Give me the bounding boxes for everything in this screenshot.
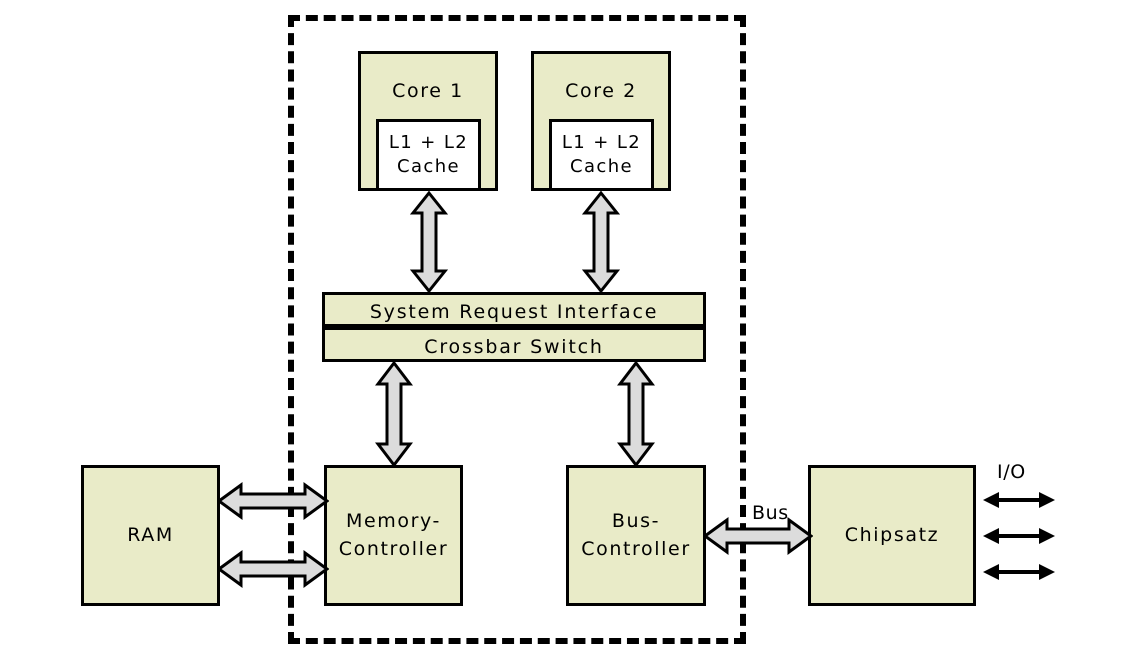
ram-memory-controller-arrow-lower — [217, 549, 329, 589]
core-2-cache-label: L1 + L2 Cache — [561, 131, 642, 177]
io-label: I/O — [997, 461, 1026, 483]
ram-block[interactable]: RAM — [81, 465, 220, 606]
bus-controller-chipsatz-arrow — [703, 516, 813, 556]
bus-label: Bus — [752, 502, 789, 524]
memory-controller-block[interactable]: Memory- Controller — [324, 465, 463, 606]
io-arrow-3 — [981, 561, 1057, 583]
crossbar-to-memory-controller-arrow — [375, 361, 413, 467]
crossbar-switch-label: Crossbar Switch — [424, 336, 604, 358]
ram-memory-controller-arrow-upper — [217, 481, 329, 521]
bus-controller-label: Bus- Controller — [581, 509, 691, 560]
chipsatz-block[interactable]: Chipsatz — [808, 465, 976, 606]
cpu-die-dashed-boundary — [288, 15, 746, 644]
core-1-to-sri-arrow — [410, 191, 448, 293]
core-1-title: Core 1 — [392, 80, 464, 102]
core-2-cache-box[interactable]: L1 + L2 Cache — [549, 119, 654, 191]
io-arrow-1 — [981, 489, 1057, 511]
core-1-cache-label: L1 + L2 Cache — [388, 131, 469, 177]
crossbar-switch-block[interactable]: Crossbar Switch — [322, 327, 706, 362]
core-2-title: Core 2 — [565, 80, 637, 102]
io-arrow-2 — [981, 525, 1057, 547]
core-2-to-sri-arrow — [582, 191, 620, 293]
system-request-interface-block[interactable]: System Request Interface — [322, 292, 706, 327]
bus-controller-block[interactable]: Bus- Controller — [566, 465, 706, 606]
system-request-interface-label: System Request Interface — [369, 301, 659, 323]
core-1-cache-box[interactable]: L1 + L2 Cache — [376, 119, 481, 191]
memory-controller-label: Memory- Controller — [338, 509, 449, 560]
chipsatz-label: Chipsatz — [844, 523, 940, 546]
crossbar-to-bus-controller-arrow — [617, 361, 655, 467]
ram-label: RAM — [127, 523, 174, 546]
